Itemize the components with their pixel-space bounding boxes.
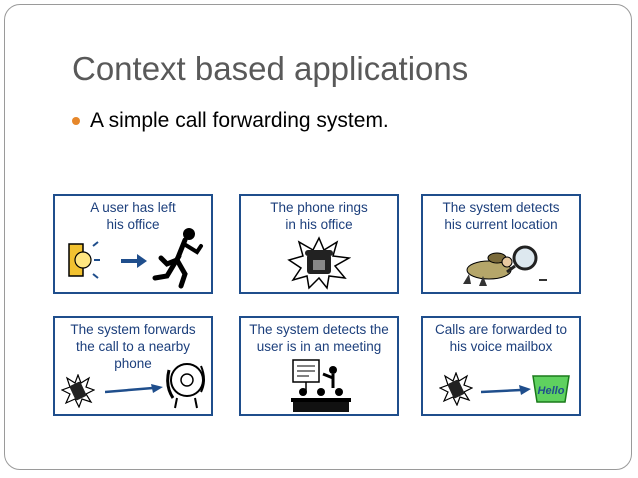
arrow-right-icon bbox=[105, 384, 163, 394]
panel-forwards-mailbox: Calls are forwarded to his voice mailbox… bbox=[421, 316, 581, 416]
panel-caption: A user has left his office bbox=[90, 200, 176, 232]
light-switch-icon bbox=[68, 241, 100, 279]
panel-caption: The system forwards the call to a nearby… bbox=[70, 322, 196, 371]
ringing-cellphone-icon bbox=[439, 372, 473, 406]
panel-detects-location: The system detects his current location bbox=[421, 194, 581, 294]
running-person-icon bbox=[152, 228, 203, 289]
hello-sign-text: Hello bbox=[538, 385, 565, 397]
bullet-item: A simple call forwarding system. bbox=[72, 106, 389, 136]
panel-caption: The system detects the user is in an mee… bbox=[249, 322, 389, 354]
panel-user-left-office: A user has left his office bbox=[53, 194, 213, 294]
hello-mailbox-icon: Hello bbox=[532, 375, 570, 403]
slide-title: Context based applications bbox=[72, 50, 469, 87]
arrow-right-icon bbox=[481, 385, 531, 395]
detective-magnifier-icon bbox=[463, 245, 547, 286]
ringing-phone-icon bbox=[287, 236, 351, 290]
rotary-phone-icon bbox=[166, 363, 205, 409]
panel-detects-meeting: The system detects the user is in an mee… bbox=[239, 316, 399, 416]
panel-caption: The phone rings in his office bbox=[270, 200, 368, 232]
meeting-presentation-icon bbox=[291, 359, 351, 412]
panel-caption: The system detects his current location bbox=[442, 200, 560, 232]
bullet-text: A simple call forwarding system. bbox=[90, 109, 389, 132]
panel-phone-rings: The phone rings in his office bbox=[239, 194, 399, 294]
arrow-right-icon bbox=[121, 254, 147, 268]
ringing-cellphone-icon bbox=[61, 374, 95, 408]
panel-forwards-call: The system forwards the call to a nearby… bbox=[53, 316, 213, 416]
panel-caption: Calls are forwarded to his voice mailbox bbox=[434, 322, 568, 354]
bullet-dot-icon bbox=[72, 117, 80, 125]
